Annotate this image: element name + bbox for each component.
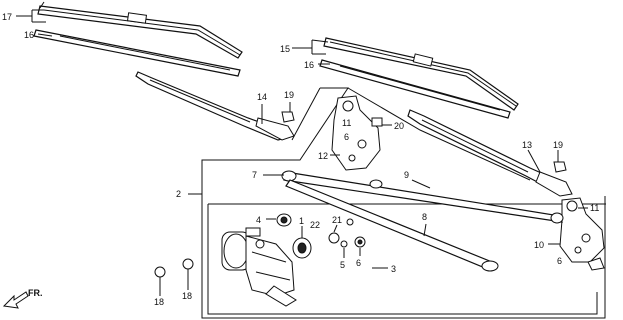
callout-15: 15 — [280, 44, 290, 54]
linkage-assembly-frame — [201, 87, 606, 319]
wiper-motor — [221, 227, 297, 307]
right-pivot-bracket — [559, 197, 605, 271]
link-rod-long — [281, 170, 564, 224]
callout-16-right: 16 — [304, 60, 314, 70]
nut-6-lower — [354, 236, 366, 248]
front-arrow-icon — [2, 291, 29, 309]
callout-6-upper: 6 — [344, 132, 349, 142]
callout-11-right: 11 — [590, 203, 599, 213]
left-pivot-bracket — [331, 95, 383, 171]
callout-13: 13 — [522, 140, 532, 150]
callout-8: 8 — [422, 212, 427, 222]
callout-19-left: 19 — [284, 90, 294, 100]
callout-4: 4 — [256, 215, 261, 225]
nut-19-left — [281, 111, 295, 123]
callout-17: 17 — [2, 12, 12, 22]
callout-3: 3 — [391, 264, 396, 274]
leader-lines — [16, 9, 588, 296]
motor-grommet — [276, 213, 292, 227]
callout-2: 2 — [176, 189, 181, 199]
callout-7: 7 — [252, 170, 257, 180]
callout-18-left: 18 — [154, 297, 164, 307]
front-label: FR. — [28, 288, 43, 298]
right-wiper-blade-assembly — [319, 37, 519, 119]
crank-arm-part — [292, 237, 312, 259]
callout-12: 12 — [318, 151, 328, 161]
callout-21: 21 — [332, 215, 342, 225]
washer-nut-22 — [328, 232, 348, 248]
bolt-18-left — [154, 266, 166, 286]
callout-19-right: 19 — [553, 140, 563, 150]
front-direction-indicator: FR. — [2, 288, 43, 309]
nut-19-right — [553, 161, 567, 173]
callout-5: 5 — [340, 260, 345, 270]
bolt-18-right — [182, 258, 194, 280]
callout-9: 9 — [404, 170, 409, 180]
callout-14: 14 — [257, 92, 267, 102]
callout-labels: 17 16 15 16 14 19 11 6 20 12 13 19 7 9 2… — [2, 12, 599, 307]
callout-18-right: 18 — [182, 291, 192, 301]
left-wiper-arm — [135, 71, 295, 141]
callout-11-left: 11 — [342, 118, 351, 128]
callout-6-lower: 6 — [356, 258, 361, 268]
callout-20: 20 — [394, 121, 404, 131]
callout-16-left: 16 — [24, 30, 34, 40]
callout-10: 10 — [534, 240, 544, 250]
callout-6-right: 6 — [557, 256, 562, 266]
callout-22: 22 — [310, 220, 320, 230]
right-wiper-arm — [407, 109, 573, 197]
nut-21 — [346, 218, 354, 226]
callout-1: 1 — [299, 216, 304, 226]
left-wiper-blade-assembly — [33, 1, 243, 77]
